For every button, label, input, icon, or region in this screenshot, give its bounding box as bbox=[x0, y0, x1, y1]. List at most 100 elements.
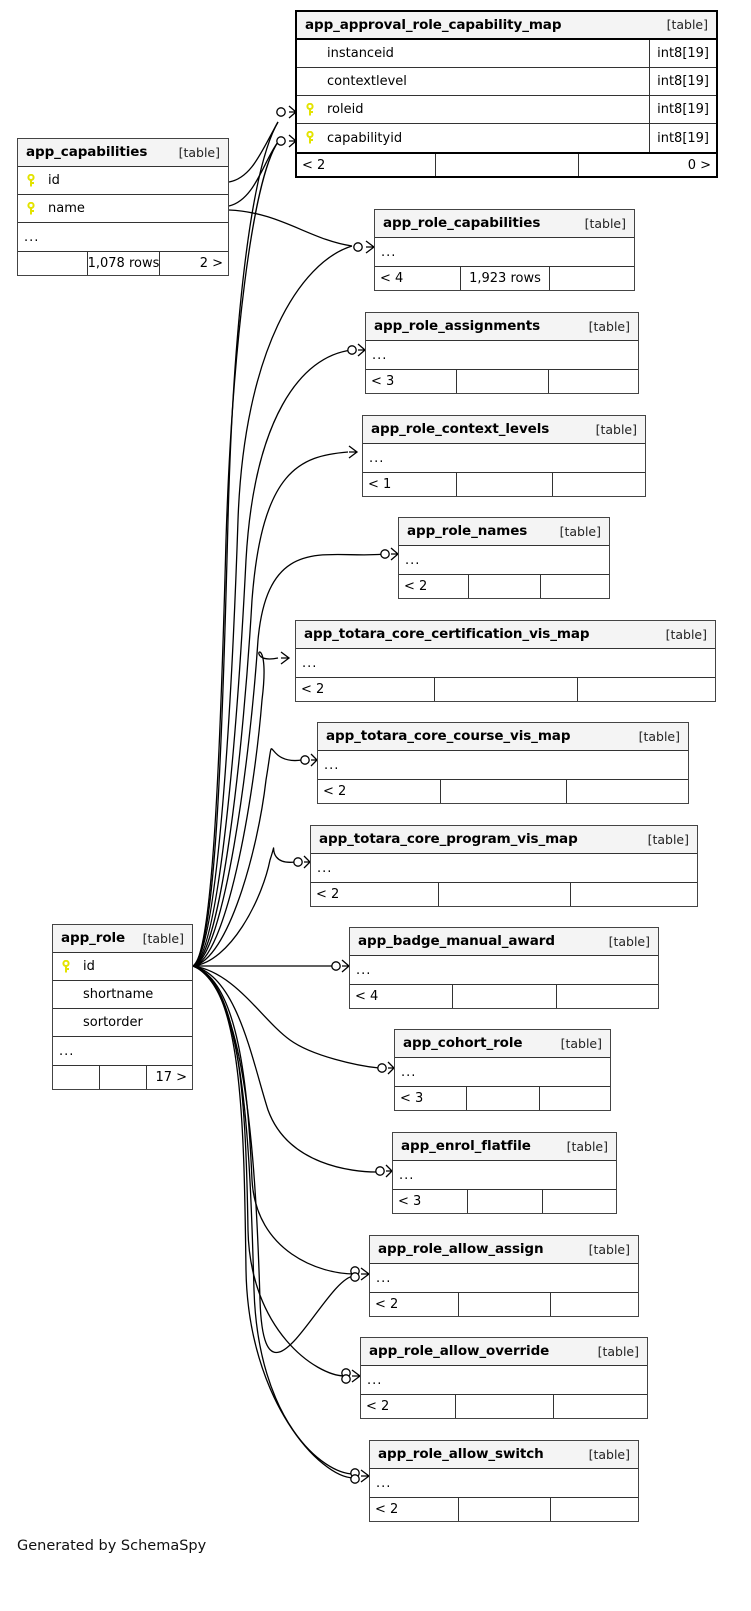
table-footer: < 2 0 > bbox=[297, 152, 716, 176]
table-more-columns-row: ... bbox=[370, 1264, 638, 1292]
table-footer-center bbox=[456, 473, 552, 496]
table-more-columns-row: ... bbox=[18, 223, 228, 251]
table-name: app_cohort_role bbox=[403, 1035, 523, 1051]
table-columns: ... bbox=[395, 1058, 610, 1086]
table-node-app_totara_core_program_vis_map[interactable]: app_totara_core_program_vis_map [table] … bbox=[310, 825, 698, 907]
table-footer-left: < 4 bbox=[380, 271, 404, 286]
table-footer: < 3 bbox=[366, 369, 638, 393]
table-name: app_capabilities bbox=[26, 144, 148, 160]
table-column-row[interactable]: sortorder bbox=[53, 1009, 192, 1037]
table-more-columns-row: ... bbox=[350, 956, 658, 984]
table-node-app_capabilities[interactable]: app_capabilities [table] id name... 1,078… bbox=[17, 138, 229, 276]
primary-key-icon bbox=[297, 131, 323, 145]
table-footer-left: < 2 bbox=[404, 579, 428, 594]
table-footer-left bbox=[53, 1066, 99, 1089]
table-footer-right bbox=[548, 267, 634, 290]
table-node-app_totara_core_course_vis_map[interactable]: app_totara_core_course_vis_map [table] .… bbox=[317, 722, 689, 804]
table-column-row[interactable]: name bbox=[18, 195, 228, 223]
table-footer-center bbox=[455, 1395, 552, 1418]
table-footer-right bbox=[551, 473, 645, 496]
table-footer-center bbox=[455, 370, 548, 393]
ellipsis-label: ... bbox=[399, 1167, 415, 1183]
table-kind-label: [table] bbox=[142, 930, 184, 946]
column-name: id bbox=[83, 959, 95, 974]
column-type: int8[19] bbox=[649, 40, 716, 67]
table-footer: < 2 bbox=[311, 882, 697, 906]
table-node-app_role_names[interactable]: app_role_names [table] ... < 2 bbox=[398, 517, 610, 599]
table-footer: 1,078 rows 2 > bbox=[18, 251, 228, 275]
table-footer-left: < 1 bbox=[368, 477, 392, 492]
ellipsis-label: ... bbox=[356, 962, 372, 978]
column-name: name bbox=[48, 201, 85, 216]
schemaspy-credit: Generated by SchemaSpy bbox=[17, 1538, 207, 1554]
table-column-row[interactable]: id bbox=[18, 167, 228, 195]
table-node-app_role_context_levels[interactable]: app_role_context_levels [table] ... < 1 bbox=[362, 415, 646, 497]
table-footer-center bbox=[465, 1087, 539, 1110]
ellipsis-label: ... bbox=[367, 1372, 383, 1388]
table-footer: < 3 bbox=[395, 1086, 610, 1110]
table-footer-center bbox=[98, 1066, 146, 1089]
table-footer-center bbox=[435, 154, 577, 176]
table-footer-right bbox=[556, 985, 658, 1008]
table-name: app_totara_core_program_vis_map bbox=[319, 831, 578, 847]
table-columns: ... bbox=[399, 546, 609, 574]
table-node-app_badge_manual_award[interactable]: app_badge_manual_award [table] ... < 4 bbox=[349, 927, 659, 1009]
table-more-columns-row: ... bbox=[311, 854, 697, 882]
table-node-app_totara_core_certification_vis_map[interactable]: app_totara_core_certification_vis_map [t… bbox=[295, 620, 716, 702]
table-title-bar: app_enrol_flatfile [table] bbox=[393, 1133, 616, 1161]
table-node-app_role_allow_override[interactable]: app_role_allow_override [table] ... < 2 bbox=[360, 1337, 648, 1419]
column-name: contextlevel bbox=[327, 74, 407, 89]
table-kind-label: [table] bbox=[588, 318, 630, 334]
table-footer-center bbox=[440, 780, 566, 803]
ellipsis-label: ... bbox=[376, 1475, 392, 1491]
table-node-app_enrol_flatfile[interactable]: app_enrol_flatfile [table] ... < 3 bbox=[392, 1132, 617, 1214]
table-node-app_approval_role_capability_map[interactable]: app_approval_role_capability_map [table]… bbox=[295, 10, 718, 178]
table-node-app_role_capabilities[interactable]: app_role_capabilities [table] ... < 4 1,… bbox=[374, 209, 635, 291]
table-name: app_totara_core_course_vis_map bbox=[326, 728, 571, 744]
table-more-columns-row: ... bbox=[399, 546, 609, 574]
table-name: app_approval_role_capability_map bbox=[305, 16, 562, 33]
table-footer-center bbox=[458, 1498, 549, 1521]
table-footer-center bbox=[468, 575, 539, 598]
table-columns: ... bbox=[393, 1161, 616, 1189]
table-name: app_role bbox=[61, 930, 126, 946]
table-column-row[interactable]: shortname bbox=[53, 981, 192, 1009]
table-node-app_role[interactable]: app_role [table] id shortname sortorder...… bbox=[52, 924, 193, 1090]
ellipsis-label: ... bbox=[59, 1043, 75, 1059]
table-footer-right bbox=[542, 1190, 616, 1213]
table-columns: ... bbox=[311, 854, 697, 882]
table-footer: < 2 bbox=[296, 677, 715, 701]
table-footer-left: < 2 bbox=[323, 784, 347, 799]
column-name: shortname bbox=[83, 987, 154, 1002]
table-footer-center bbox=[458, 1293, 549, 1316]
table-kind-label: [table] bbox=[559, 523, 601, 539]
table-node-app_role_allow_switch[interactable]: app_role_allow_switch [table] ... < 2 bbox=[369, 1440, 639, 1522]
table-node-app_role_assignments[interactable]: app_role_assignments [table] ... < 3 bbox=[365, 312, 639, 394]
table-title-bar: app_approval_role_capability_map [table] bbox=[297, 12, 716, 40]
table-columns: ... bbox=[366, 341, 638, 369]
table-footer-left: < 3 bbox=[398, 1194, 422, 1209]
table-column-row[interactable]: id bbox=[53, 953, 192, 981]
table-footer-right bbox=[569, 883, 697, 906]
table-node-app_role_allow_assign[interactable]: app_role_allow_assign [table] ... < 2 bbox=[369, 1235, 639, 1317]
table-footer-right: 0 > bbox=[577, 154, 716, 176]
table-footer-left: < 4 bbox=[355, 989, 379, 1004]
table-title-bar: app_capabilities [table] bbox=[18, 139, 228, 167]
column-type: int8[19] bbox=[649, 96, 716, 123]
table-more-columns-row: ... bbox=[318, 751, 688, 779]
table-footer-left: < 2 bbox=[316, 887, 340, 902]
table-name: app_totara_core_certification_vis_map bbox=[304, 626, 590, 642]
table-node-app_cohort_role[interactable]: app_cohort_role [table] ... < 3 bbox=[394, 1029, 611, 1111]
table-more-columns-row: ... bbox=[393, 1161, 616, 1189]
primary-key-icon bbox=[53, 959, 79, 974]
table-footer: < 2 bbox=[361, 1394, 647, 1418]
table-kind-label: [table] bbox=[588, 1241, 630, 1257]
table-columns: ... bbox=[296, 649, 715, 677]
table-footer: < 1 bbox=[363, 472, 645, 496]
